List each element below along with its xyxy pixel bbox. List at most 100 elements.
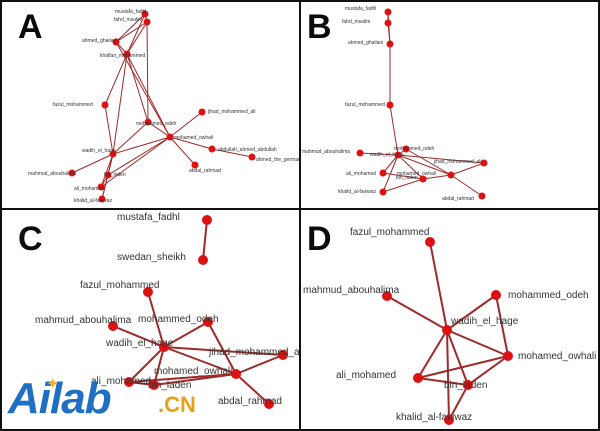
node-label: abdal_rahmad <box>218 396 282 407</box>
edge-wadih_el_hage-mohamed_owhali <box>163 346 237 375</box>
edge-mohammed_odeh-wadih_el_hage <box>112 121 149 155</box>
edge-mohamed_owhali-ali_mohamed <box>100 136 171 188</box>
edge-wadih_el_hage-jihad_mohammed_ali <box>163 346 284 356</box>
edge-khalfan_mohammed-mohamed_owhali <box>126 53 171 138</box>
edges <box>359 11 485 197</box>
node-mohamed_owhali: mohamed_owhali <box>397 171 455 179</box>
node-dot <box>425 237 435 247</box>
edge-wadih_el_hage-ali_mohamed <box>128 346 165 383</box>
node-dot <box>144 118 152 126</box>
node-khalid_al_fawwaz: khalid_al-fawwaz <box>396 412 472 425</box>
node-abdullah_ahmed_abdullah: abdullah_ahmed_abdullah <box>208 145 277 153</box>
edge-mustafa_fadhl-swedan_sheikh <box>202 219 208 261</box>
panel-b-network: mustafa_fadhlfahd_msalimahmed_ghailanifa… <box>302 6 488 202</box>
node-jihad_mohammed_ali: jihad_mohammed_ali <box>198 108 256 116</box>
node-wadih_el_hage: wadih_el_hage <box>442 316 519 335</box>
node-label: abdal_rahmad <box>442 196 474 202</box>
edge-ali_mohamed-bin_laden <box>417 377 469 386</box>
edge-mohammed_odeh-mohamed_owhali <box>207 321 237 375</box>
node-mustafa_fadhl: mustafa_fadhl <box>117 212 212 225</box>
node-dot <box>463 380 473 390</box>
edge-mahmud_abouhalima-wadih_el_hage <box>112 325 165 348</box>
node-dot <box>503 351 513 361</box>
node-dot <box>278 350 288 360</box>
node-mahmud_abouhalima: mahmud_abouhalima <box>35 315 132 331</box>
edge-mohamed_owhali-abdal_rahmad <box>169 136 196 166</box>
edge-mohamed_owhali-abdal_rahmad <box>450 174 483 197</box>
edge-mohammed_odeh-wadih_el_hage <box>163 321 209 348</box>
edge-wadih_el_hage-bin_laden <box>446 329 469 386</box>
edge-wadih_el_hage-ali_mohamed <box>417 329 448 379</box>
node-label: bin_laden <box>444 380 487 391</box>
node-label: ali_mohamed <box>74 186 104 192</box>
edge-bin_laden-ali_mohamed <box>382 172 424 180</box>
edges <box>386 241 509 421</box>
panel-c-letter: C <box>18 220 43 258</box>
node-label: khalid_al-fawwaz <box>74 198 113 204</box>
node-dot <box>124 377 134 387</box>
edge-ahmed_ghailani-mohamed_owhali <box>115 41 171 138</box>
node-label: jihad_mohammed_ali <box>433 159 482 165</box>
edge-fazul_mohammed-wadih_el_hage <box>147 291 165 348</box>
edge-khalfan_mohammed-fazul_mohammed <box>104 53 128 106</box>
edge-mohamed_owhali-bin_laden <box>107 136 171 176</box>
node-label: wadih_el_hage <box>370 152 404 158</box>
node-dot <box>394 151 402 159</box>
edge-wadih_el_hage-mahmud_abouhalima <box>71 153 114 174</box>
node-fazul_mohammed: fazul_mohammed <box>53 101 109 109</box>
panel-a-network: mustafa_fadhlfahd_msalimahmed_ghailanikh… <box>28 9 299 204</box>
node-mahmud_abouhalima: mahmud_abouhalima <box>302 149 364 157</box>
node-mahmud_abouhalima: mahmud_abouhalima <box>28 169 76 177</box>
node-dot <box>198 108 206 116</box>
node-khalfan_mohammed: khalfan_mohammed <box>100 50 146 59</box>
node-label: khalfan_mohammed <box>100 53 146 59</box>
node-dot <box>264 399 274 409</box>
ailab-watermark: Ailab ✦ .CN <box>8 374 228 426</box>
node-label: fahd_msalim <box>114 17 142 23</box>
node-dot <box>97 183 105 191</box>
edge-wadih_el_hage-khalid_al_fawwaz <box>446 329 450 421</box>
node-dot <box>478 192 486 200</box>
node-dot <box>208 145 216 153</box>
node-dot <box>104 171 112 179</box>
node-dot <box>149 380 159 390</box>
edge-mohammed_odeh-wadih_el_hage <box>446 294 497 331</box>
node-label: mohamed_owhali <box>397 171 436 177</box>
node-label: fazul_mohammed <box>80 280 159 291</box>
edge-wadih_el_hage-jihad_mohammed_ali <box>397 154 485 164</box>
node-label: bin_laden <box>396 175 418 181</box>
edge-mohamed_owhali-abdullah_ahmed_abdullah <box>169 136 213 150</box>
node-label: ahmed_ghailani <box>348 40 383 46</box>
node-label: mohammed_odeh <box>136 121 177 127</box>
edge-bin_laden-khalid_al_fawwaz <box>448 384 469 421</box>
node-ali_mohamed: ali_mohamed <box>91 376 151 387</box>
edge-mohammed_odeh-mohamed_owhali <box>405 148 452 176</box>
edge-fahd_msalim-ahmed_ghailani <box>387 22 391 45</box>
node-mohammed_odeh: mohammed_odeh <box>136 118 177 127</box>
node-label: swedan_sheikh <box>117 252 186 263</box>
node-label: mustafa_fadhl <box>115 9 146 15</box>
node-label: mohamed_owhali <box>518 351 596 362</box>
edge-mohamed_owhali-jihad_mohammed_ali <box>450 162 485 176</box>
node-swedan_sheikh: swedan_sheikh <box>117 252 208 265</box>
edge-mohamed_owhali-bin_laden <box>467 355 509 386</box>
node-ahmed_the_german: ahmed_the_german <box>248 153 299 163</box>
node-dot <box>198 255 208 265</box>
panel-c: C mustafa_fadhl swedan_sheikh fazul_mohamm… <box>0 208 301 431</box>
node-label: fazul_mohammed <box>53 102 93 108</box>
node-abdal_rahmad: abdal_rahmad <box>218 396 282 409</box>
node-label: bin_laden <box>104 172 126 178</box>
node-label: mahmud_abouhalima <box>303 285 400 296</box>
node-wadih_el_hage: wadih_el_hage <box>82 148 117 158</box>
edge-fahd_msalim-ahmed_ghailani <box>115 21 148 43</box>
node-label: mahmud_abouhalima <box>28 171 76 177</box>
node-bin_laden: bin_laden <box>444 380 487 391</box>
node-ahmed_ghailani: ahmed_ghailani <box>348 40 394 48</box>
edge-mohammed_odeh-mohamed_owhali <box>147 121 171 138</box>
node-label: mahmud_abouhalima <box>35 315 132 326</box>
node-mohamed_owhali: mohamed_owhali <box>503 351 596 362</box>
node-label: bin_laden <box>148 380 191 391</box>
edge-wadih_el_hage-bin_laden <box>397 154 424 180</box>
edge-wadih_el_hage-khalid_al_fawwaz <box>382 154 399 193</box>
